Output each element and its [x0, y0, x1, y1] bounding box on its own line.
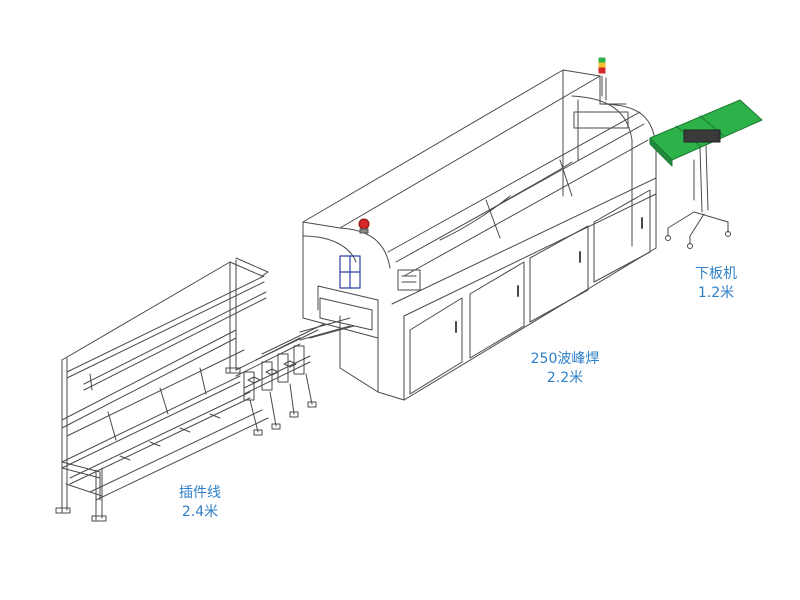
- unloader-label: 下板机 1.2米: [676, 265, 756, 303]
- inspection-window: [339, 255, 361, 289]
- signal-tower-icon: [598, 57, 606, 97]
- insertion-line-length: 2.4米: [181, 504, 219, 520]
- emergency-stop-icon: [358, 218, 370, 234]
- wave-solder-length: 2.2米: [546, 370, 584, 386]
- wave-solder-label: 250波峰焊 2.2米: [510, 350, 620, 388]
- insertion-line-label: 插件线 2.4米: [160, 484, 240, 522]
- insertion-line-name: 插件线: [179, 485, 221, 501]
- unloader-length: 1.2米: [697, 285, 735, 301]
- wave-solder-name: 250波峰焊: [530, 351, 600, 367]
- unloader-name: 下板机: [695, 266, 737, 282]
- unloader-machine: [649, 99, 763, 249]
- insertion-line-rack: [55, 257, 325, 522]
- wave-solder-machine: [299, 69, 657, 401]
